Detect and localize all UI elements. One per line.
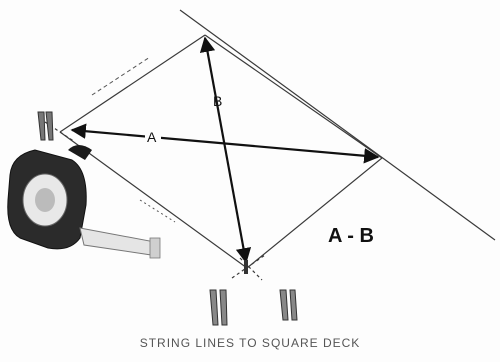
stake-marker-bottom <box>244 260 248 274</box>
diagonal-b-arrow <box>205 38 246 262</box>
string-line-left-top <box>60 35 205 132</box>
stake-icon-bottom-right <box>280 290 297 320</box>
string-line-right-top <box>205 35 382 158</box>
stake-icon-left <box>38 112 53 140</box>
stake-icon-bottom-left <box>210 290 227 325</box>
diagonal-b-label: B <box>213 93 222 109</box>
tape-measure-icon <box>8 145 160 258</box>
equation-label: A - B <box>328 225 374 247</box>
string-line-right-bottom <box>247 158 382 268</box>
string-extension-3 <box>240 258 262 280</box>
diagram-caption: STRING LINES TO SQUARE DECK <box>0 336 500 350</box>
dimension-marks <box>92 57 175 222</box>
house-wall-line <box>180 10 495 240</box>
diagonal-a-label: A <box>147 129 157 145</box>
